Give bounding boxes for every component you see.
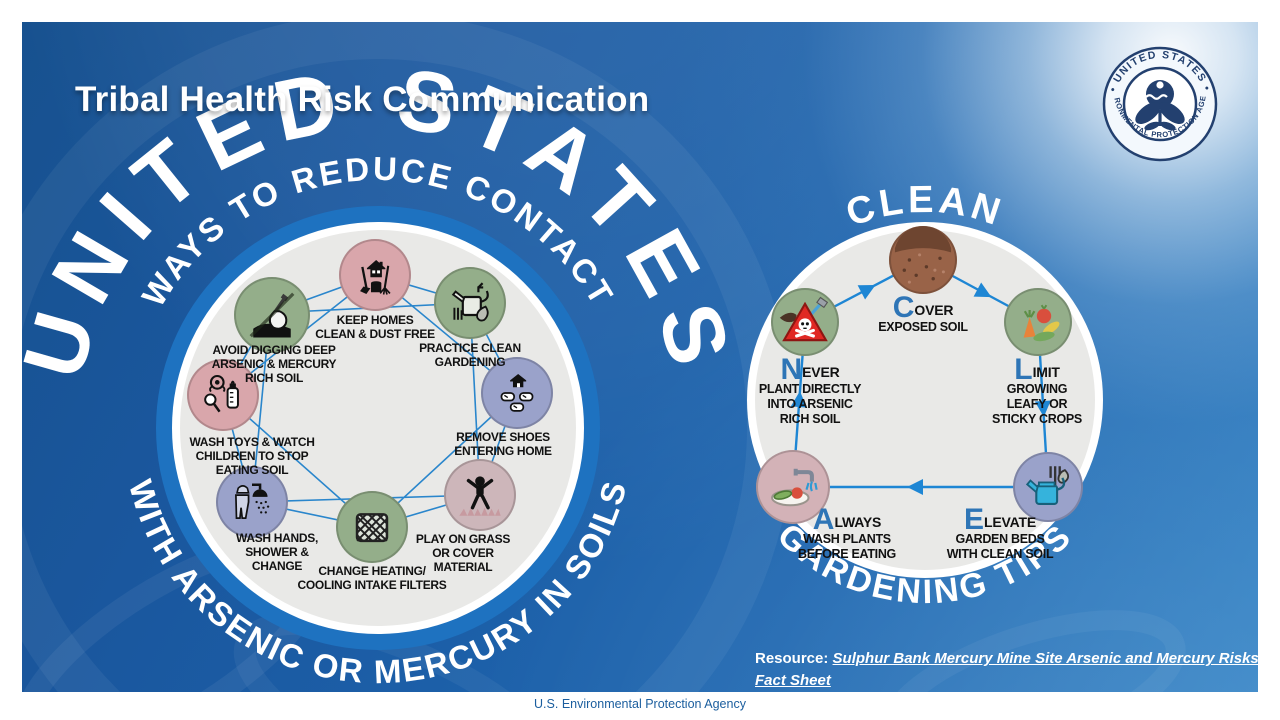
- exposed-soil-icon: [894, 226, 952, 284]
- tip-label: REMOVE SHOES ENTERING HOME: [454, 430, 552, 458]
- wash-plants-icon: [771, 468, 818, 507]
- resource-label: Resource:: [755, 650, 833, 667]
- resource-link[interactable]: Sulphur Bank Mercury Mine Site Arsenic a…: [755, 650, 1258, 689]
- raised-bed-tools-icon: [1025, 466, 1070, 505]
- tip-badge-keep-homes: [339, 239, 411, 311]
- vegetables-icon: [1023, 304, 1060, 342]
- clean-label-limit: LIMIT GROWING LEAFY OR STICKY CROPS: [992, 353, 1082, 426]
- tip-badge-wash-toys: [187, 359, 259, 431]
- child-playing-icon: [459, 476, 501, 516]
- tip-badge-play-on-grass: [444, 459, 516, 531]
- tip-label: PRACTICE CLEAN GARDENING: [419, 341, 521, 369]
- clean-gardening-diagram: CLEAN GARDENING TIPS: [695, 170, 1155, 630]
- resource-note: Resource: Sulphur Bank Mercury Mine Site…: [755, 648, 1258, 692]
- clean-badge-never: [771, 288, 839, 356]
- tip-label: WASH TOYS & WATCH CHILDREN TO STOP EATIN…: [189, 435, 315, 477]
- clean-label-always: ALWAYS WASH PLANTS BEFORE EATING: [798, 503, 896, 561]
- epa-flower-icon: [1135, 80, 1185, 131]
- clean-badge-always: [756, 450, 830, 524]
- epa-logo: • UNITED STATES • ENVIRONMENTAL PROTECTI…: [1102, 46, 1218, 162]
- tip-label: AVOID DIGGING DEEP ARSENIC & MERCURY RIC…: [211, 343, 337, 385]
- tip-badge-remove-shoes: [481, 357, 553, 429]
- tip-label: WASH HANDS, SHOWER & CHANGE: [235, 531, 319, 573]
- gardening-tools-icon: [451, 282, 489, 322]
- no-digging-icon: [249, 292, 295, 338]
- shower-clothes-icon: [235, 483, 270, 519]
- clean-label-never: NEVER PLANT DIRECTLY INTO ARSENIC RICH S…: [758, 353, 862, 426]
- tip-badge-wash-shower: [216, 466, 288, 538]
- arrowheads: [790, 282, 1051, 495]
- reduce-contact-diagram: WAYS TO REDUCE CONTACT WITH ARSENIC OR M…: [78, 128, 678, 692]
- tip-badge-avoid-digging: [234, 277, 310, 353]
- clean-label-elevate: ELEVATE GARDEN BEDS WITH CLEAN SOIL: [946, 503, 1054, 561]
- poison-soil-icon: [779, 296, 829, 342]
- baby-toys-icon: [204, 374, 239, 413]
- tip-label: KEEP HOMES CLEAN & DUST FREE: [315, 313, 435, 341]
- clean-badge-limit: [1004, 288, 1072, 356]
- tip-label: CHANGE HEATING/ COOLING INTAKE FILTERS: [297, 564, 447, 592]
- tip-label: PLAY ON GRASS OR COVER MATERIAL: [415, 532, 511, 574]
- clean-label-cover: COVER EXPOSED SOIL: [878, 291, 968, 335]
- shoes-home-icon: [500, 374, 534, 412]
- air-filter-icon: [355, 513, 389, 543]
- clean-badge-cover: [889, 226, 957, 294]
- clean-badge-elevate: [1013, 452, 1083, 522]
- footer-text: U.S. Environmental Protection Agency: [534, 697, 746, 711]
- slide-background: UNITED STATES Tribal Health Risk Communi…: [22, 22, 1258, 692]
- tip-badge-change-filters: [336, 491, 408, 563]
- page-title: Tribal Health Risk Communication: [75, 80, 650, 119]
- tip-badge-clean-gardening: [434, 267, 506, 339]
- house-cleaning-icon: [360, 260, 391, 295]
